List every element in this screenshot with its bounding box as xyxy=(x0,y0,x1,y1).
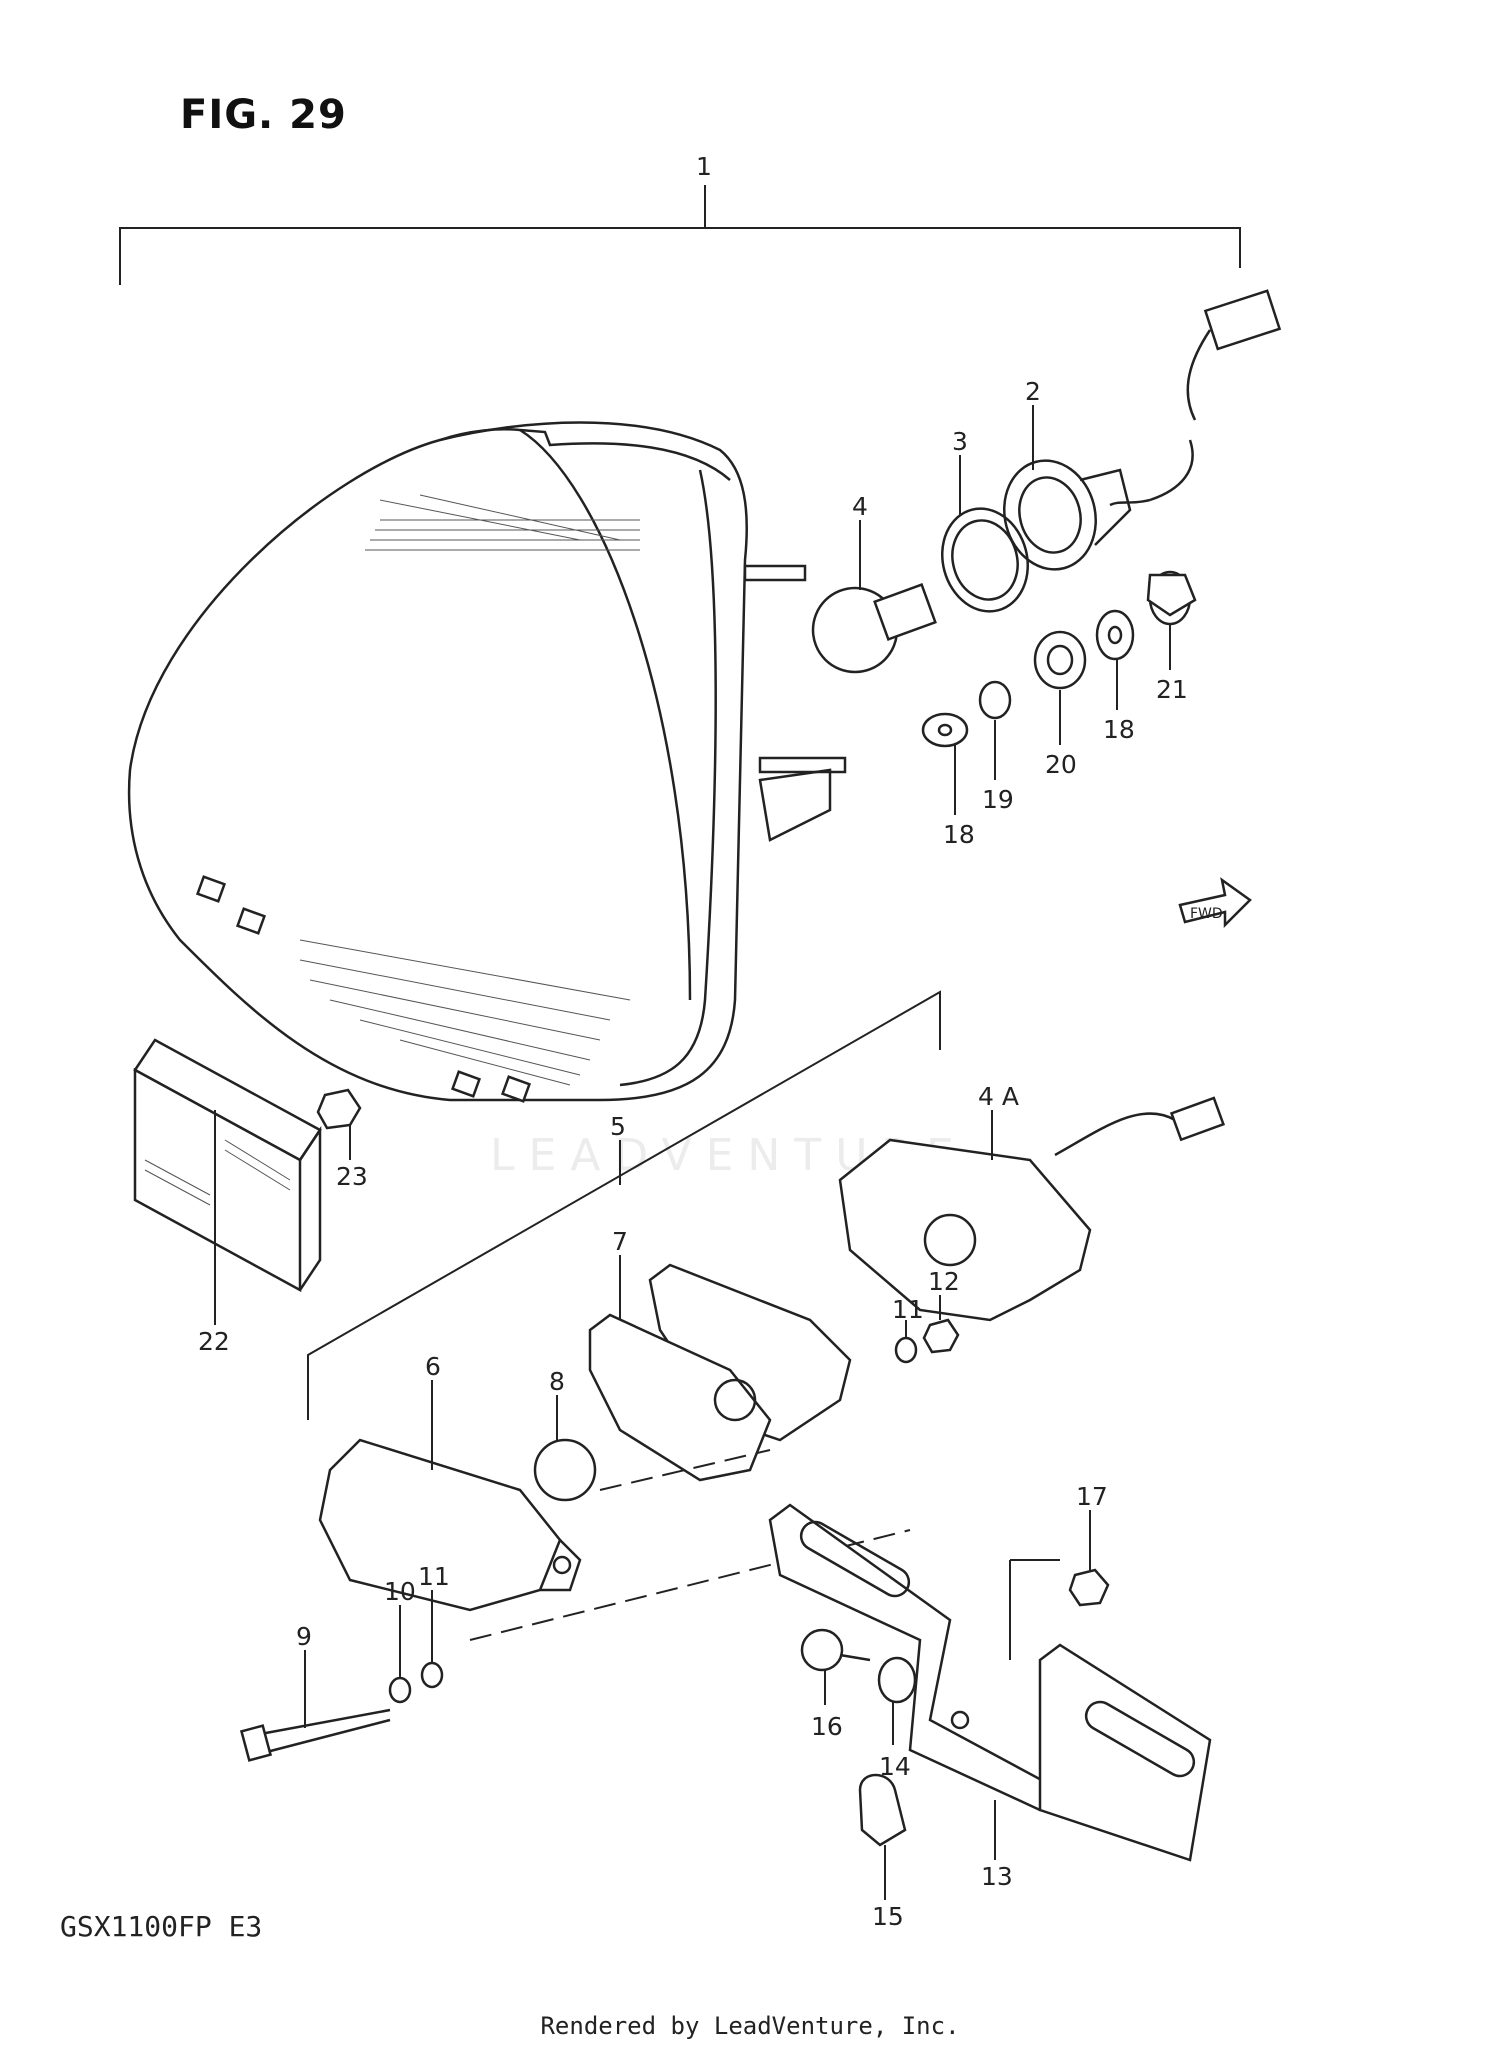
cap-15 xyxy=(858,1773,907,1847)
reflector xyxy=(133,1038,322,1325)
callout-4: 4 xyxy=(852,492,868,521)
washer-11-top xyxy=(894,1336,918,1364)
license-plate-bracket xyxy=(768,1503,1212,1862)
model-code: GSX1100FP E3 xyxy=(60,1910,263,1943)
callout-10: 10 xyxy=(384,1577,416,1606)
washer-10 xyxy=(388,1676,412,1704)
fwd-label: FWD xyxy=(1190,906,1223,922)
callout-6: 6 xyxy=(425,1352,441,1381)
render-credit: Rendered by LeadVenture, Inc. xyxy=(540,2012,960,2040)
assembly-bracket xyxy=(119,185,1241,285)
callout-14: 14 xyxy=(879,1752,911,1781)
callout-18-right: 18 xyxy=(1103,715,1135,744)
gasket-ring xyxy=(941,507,1029,613)
bulb xyxy=(811,583,937,674)
figure-title: FIG. 29 xyxy=(180,92,347,138)
callout-4a: 4 A xyxy=(978,1082,1019,1111)
bolt-16 xyxy=(800,1628,871,1672)
nut-11 xyxy=(420,1661,444,1689)
callout-5: 5 xyxy=(610,1112,626,1141)
callout-13: 13 xyxy=(981,1862,1013,1891)
wire-harness-connector xyxy=(1109,289,1282,507)
forward-arrow-icon: FWD xyxy=(1178,877,1252,929)
callout-9: 9 xyxy=(296,1622,312,1651)
leader-lines xyxy=(304,405,1171,1900)
callout-labels: 1 2 3 4 18 19 20 18 21 5 4 A 23 22 7 11 … xyxy=(198,152,1188,1931)
callout-18-left: 18 xyxy=(943,820,975,849)
nut-17 xyxy=(1068,1568,1110,1607)
callout-15: 15 xyxy=(872,1902,904,1931)
license-lamp-housing xyxy=(838,1096,1226,1322)
callout-17: 17 xyxy=(1076,1482,1108,1511)
callout-16: 16 xyxy=(811,1712,843,1741)
license-bulb xyxy=(533,1438,597,1502)
callout-23: 23 xyxy=(336,1162,368,1191)
callout-1: 1 xyxy=(696,152,712,181)
callout-20: 20 xyxy=(1045,750,1077,779)
callout-2: 2 xyxy=(1025,377,1041,406)
reflector-nut xyxy=(316,1088,362,1130)
callout-11-top: 11 xyxy=(892,1295,924,1324)
tail-lamp-housing xyxy=(127,421,847,1103)
bulb-socket xyxy=(1003,459,1132,571)
callout-3: 3 xyxy=(952,427,968,456)
callout-8: 8 xyxy=(549,1367,565,1396)
license-lamp-base xyxy=(588,1263,852,1482)
nut-12 xyxy=(922,1318,960,1354)
callout-19: 19 xyxy=(982,785,1014,814)
small-hardware xyxy=(921,570,1197,748)
screw xyxy=(239,1708,391,1762)
callout-7: 7 xyxy=(612,1227,628,1256)
license-lamp-bracket xyxy=(307,990,941,1420)
callout-11-bottom: 11 xyxy=(418,1562,450,1591)
callout-12: 12 xyxy=(928,1267,960,1296)
callout-22: 22 xyxy=(198,1327,230,1356)
washer-14 xyxy=(877,1656,917,1704)
callout-21: 21 xyxy=(1156,675,1188,704)
license-lamp-lens xyxy=(318,1438,582,1612)
